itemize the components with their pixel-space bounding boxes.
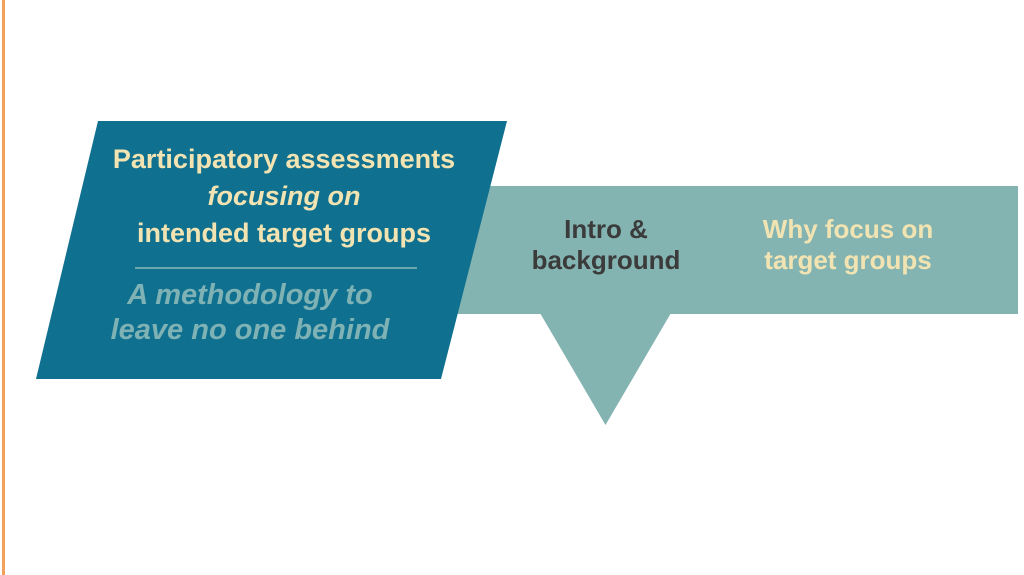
section-nav-banner bbox=[450, 186, 1018, 314]
title-line-3: intended target groups bbox=[136, 218, 431, 248]
title-card bbox=[36, 121, 507, 379]
title-line-1: Participatory assessments bbox=[112, 144, 456, 174]
subtitle-line-2: leave no one behind bbox=[110, 314, 390, 346]
left-accent-bar bbox=[2, 0, 5, 575]
nav-item-why-line-1: Why focus on bbox=[762, 214, 934, 244]
nav-item-intro-background[interactable]: Intro & background bbox=[506, 214, 706, 276]
title-line-2: focusing on bbox=[207, 181, 361, 211]
nav-item-why-focus[interactable]: Why focus on target groups bbox=[738, 214, 958, 276]
active-section-pointer bbox=[540, 313, 671, 425]
title-block: Participatory assessments focusing on in… bbox=[84, 141, 484, 348]
subtitle-block: A methodology to leave no one behind bbox=[50, 278, 450, 348]
nav-item-why-line-2: target groups bbox=[764, 245, 932, 275]
title-divider bbox=[135, 267, 417, 269]
nav-item-intro-line-1: Intro & bbox=[564, 214, 648, 244]
nav-item-intro-line-2: background bbox=[531, 245, 681, 275]
subtitle-line-1: A methodology to bbox=[127, 279, 373, 311]
